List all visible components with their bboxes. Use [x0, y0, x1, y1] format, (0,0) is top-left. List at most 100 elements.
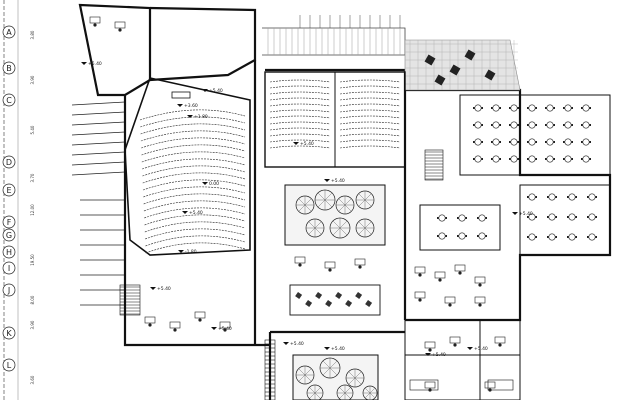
cafe-table-icon: [437, 214, 447, 222]
svg-text:-1.80: -1.80: [185, 249, 197, 255]
offices: [404, 319, 521, 400]
svg-text:J: J: [7, 286, 10, 295]
cafe-table-icon: [509, 138, 519, 146]
cafe-table-icon: [509, 104, 519, 112]
level-marker: +5.40: [150, 286, 171, 292]
cafe-table-icon: [437, 232, 447, 240]
svg-text:+5.40: +5.40: [157, 286, 171, 292]
grid-bubble-g: G: [2, 228, 16, 242]
level-marker: +5.40: [283, 341, 304, 347]
cafe-table-icon: [563, 121, 573, 129]
cafe-table-icon: [509, 121, 519, 129]
svg-text:I: I: [8, 264, 10, 273]
grid-bubble-j: J: [2, 283, 16, 297]
cafe-table-icon: [527, 138, 537, 146]
chair-icon: [355, 291, 363, 299]
svg-text:H: H: [6, 248, 12, 257]
cafe-table-icon: [527, 193, 537, 201]
chair-icon: [335, 292, 343, 299]
workstations: [89, 16, 506, 392]
terrace-paving: [404, 39, 521, 91]
svg-text:A: A: [6, 28, 12, 37]
desk-icon: [454, 264, 466, 275]
cafe-table-icon: [587, 213, 597, 221]
cafe-table-icon: [545, 104, 555, 112]
desk-icon: [194, 311, 206, 322]
svg-text:+5.40: +5.40: [300, 141, 314, 147]
tree-icon: [336, 384, 354, 400]
cafe-table-icon: [527, 213, 537, 221]
cafe-table-icon: [473, 121, 483, 129]
level-marker: +1.80: [187, 114, 208, 120]
tree-icon: [355, 190, 375, 210]
lecture-hall: [264, 71, 406, 168]
grid-bubble-l: L: [2, 358, 16, 372]
svg-text:G: G: [6, 231, 12, 240]
grid-bubble-a: A: [2, 25, 16, 39]
level-marker: +5.40: [512, 211, 533, 217]
cafe-table-icon: [587, 233, 597, 241]
tree-icon: [295, 195, 315, 215]
desk-icon: [449, 336, 461, 347]
desk-icon: [444, 296, 456, 307]
cafe-table-icon: [563, 155, 573, 163]
tree-icon: [362, 385, 378, 400]
grid-bubble-i: I: [2, 261, 16, 275]
svg-text:+5.40: +5.40: [218, 326, 232, 332]
cafe-table-icon: [547, 213, 557, 221]
svg-text:+5.40: +5.40: [474, 346, 488, 352]
level-marker: +3.60: [177, 103, 198, 109]
cafe-table-icon: [547, 193, 557, 201]
tree-icon: [305, 218, 325, 238]
desk-icon: [354, 258, 366, 269]
desk-icon: [294, 256, 306, 267]
lounge-chair-icon: [434, 74, 446, 86]
desk-icon: [324, 261, 336, 272]
lounge-chair-icon: [424, 54, 436, 66]
cafe-table-icon: [567, 233, 577, 241]
tree-icon: [314, 189, 336, 211]
cafe-table-icon: [477, 232, 487, 240]
desk-icon: [169, 321, 181, 332]
chair-icon: [315, 292, 323, 299]
cafe-table-icon: [581, 138, 591, 146]
svg-text:L: L: [7, 361, 12, 370]
level-marker: +5.40: [293, 141, 314, 147]
desk-icon: [434, 271, 446, 282]
lounge-area: [289, 284, 381, 316]
lounge-chair-icon: [484, 69, 496, 81]
cafe-table-icon: [527, 104, 537, 112]
tree-icon: [319, 357, 341, 379]
svg-text:C: C: [6, 96, 12, 105]
svg-text:+5.40: +5.40: [290, 341, 304, 347]
svg-text:B: B: [6, 64, 12, 73]
tree-icon: [295, 365, 315, 385]
desk-icon: [424, 341, 436, 352]
cafe-table-icon: [491, 121, 501, 129]
desk-icon: [114, 21, 126, 32]
cafe-table-icon: [581, 155, 591, 163]
cafe-table-icon: [473, 104, 483, 112]
svg-text:+5.40: +5.40: [519, 211, 533, 217]
desk-icon: [219, 321, 231, 332]
cafe-table-icon: [545, 121, 555, 129]
dimension-label: 3.90: [30, 320, 35, 329]
chair-icon: [295, 291, 303, 299]
cafe-table-icon: [457, 232, 467, 240]
grid-bubble-k: K: [2, 326, 16, 340]
svg-text:+5.40: +5.40: [331, 178, 345, 184]
grid-bubble-e: E: [2, 183, 16, 197]
cafe-table-icon: [477, 214, 487, 222]
cafe-table-icon: [491, 138, 501, 146]
lounge-chair-icon: [449, 64, 461, 76]
svg-text:+5.40: +5.40: [189, 210, 203, 216]
tree-icon: [345, 368, 365, 388]
level-marker: +5.40: [425, 352, 446, 358]
cafe-table-icon: [547, 233, 557, 241]
dimension-label: 3.60: [30, 375, 35, 384]
cafe-table-icon: [581, 121, 591, 129]
svg-text:D: D: [6, 158, 12, 167]
cafe-table-icon: [563, 138, 573, 146]
cafe-table-icon: [473, 155, 483, 163]
desk-icon: [144, 316, 156, 327]
